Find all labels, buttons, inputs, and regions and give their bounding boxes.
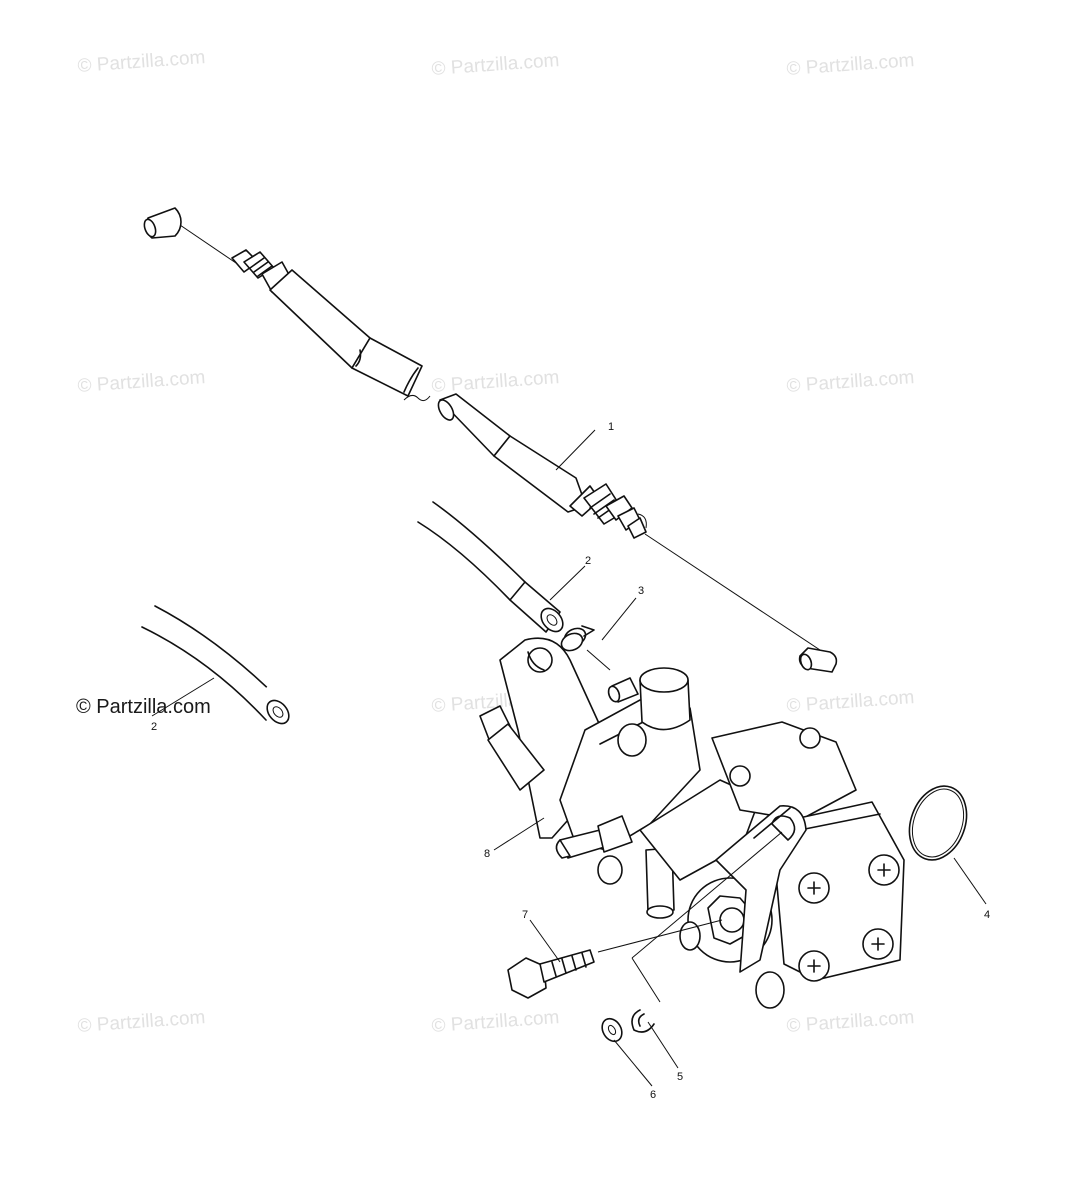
watermark-bold: © Partzilla.com (76, 696, 211, 718)
throttle-cable-upper (143, 207, 423, 397)
o-ring (908, 785, 968, 861)
callout-2: 2 (585, 555, 591, 567)
flange-bolt (507, 949, 595, 999)
cover-screw (798, 872, 830, 904)
oil-hose-center (417, 501, 564, 633)
callout-5: 5 (677, 1071, 683, 1083)
watermark: © Partzilla.com (77, 47, 206, 77)
hose-clamp (560, 625, 595, 652)
callouts: 1 2 3 2 4 5 6 7 8 (151, 421, 990, 1101)
watermark: © Partzilla.com (786, 50, 915, 80)
callout-3: 3 (638, 585, 644, 597)
watermark: © Partzilla.com (431, 1007, 560, 1037)
break-line (403, 394, 431, 402)
oil-hose-left (141, 605, 290, 725)
watermark: © Partzilla.com (77, 1007, 206, 1037)
assembly-path (631, 831, 783, 1003)
watermark: © Partzilla.com (786, 1007, 915, 1037)
callout-2-left: 2 (151, 721, 157, 733)
watermark: © Partzilla.com (77, 367, 206, 397)
leader-lines (151, 429, 987, 1087)
cover-screw (862, 928, 894, 960)
callout-6: 6 (650, 1089, 656, 1101)
callout-8: 8 (484, 848, 490, 860)
watermark: © Partzilla.com (786, 367, 915, 397)
watermarks: © Partzilla.com © Partzilla.com © Partzi… (76, 47, 915, 1037)
cover-screw (868, 854, 900, 886)
callout-1: 1 (608, 421, 614, 433)
cover-screw (798, 950, 830, 982)
throttle-cable-lower (437, 393, 838, 673)
callout-4: 4 (984, 909, 990, 921)
callout-7: 7 (522, 909, 528, 921)
oil-pump (479, 637, 905, 1009)
e-clip (631, 1009, 655, 1033)
watermark: © Partzilla.com (431, 367, 560, 397)
washer (601, 1017, 623, 1043)
watermark: © Partzilla.com (786, 687, 915, 717)
watermark: © Partzilla.com (431, 50, 560, 80)
